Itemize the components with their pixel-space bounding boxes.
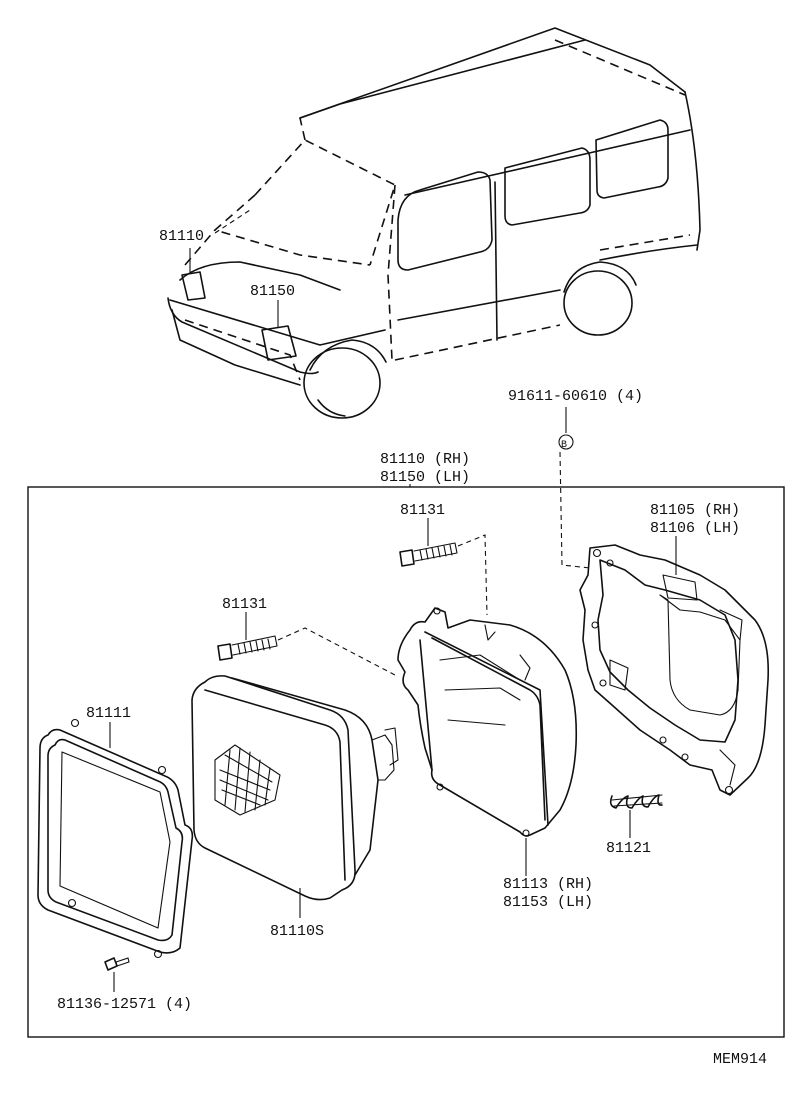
lens-mesh [214, 744, 281, 816]
sealed-beam-icon [191, 675, 399, 901]
label-vehicle-headlamp-lh: 81150 [250, 283, 295, 300]
label-bolt-spec: 91611-60610 (4) [508, 388, 643, 405]
label-assembly-lh: 81150 (LH) [380, 469, 470, 486]
bolt-icon: B [558, 434, 574, 451]
leader-screw-upper-path [457, 534, 488, 616]
label-rim-screw: 81136-12571 (4) [57, 996, 192, 1013]
label-housing-lh: 81153 (LH) [503, 894, 593, 911]
label-screw-upper: 81131 [400, 502, 445, 519]
screw-icon [399, 542, 458, 567]
leader-screw-left-path [277, 627, 396, 676]
housing-icon [397, 607, 578, 837]
label-assembly-rh: 81110 (RH) [380, 451, 470, 468]
label-sealed-beam: 81110S [270, 923, 324, 940]
label-screw-left: 81131 [222, 596, 267, 613]
spring-icon [609, 794, 663, 809]
screw-icon [104, 957, 130, 971]
rim-icon [37, 718, 194, 959]
label-housing-rh: 81113 (RH) [503, 876, 593, 893]
diagram-code: MEM914 [713, 1051, 767, 1068]
bracket-icon [579, 544, 770, 796]
label-bracket-lh: 81106 (LH) [650, 520, 740, 537]
label-spring: 81121 [606, 840, 651, 857]
van-illustration [167, 27, 701, 419]
screw-icon [217, 635, 278, 661]
bolt-marker: B [561, 440, 567, 451]
leader-81110-van [214, 209, 251, 234]
label-vehicle-headlamp-rh: 81110 [159, 228, 204, 245]
label-rim: 81111 [86, 705, 131, 722]
assembly-frame [27, 486, 785, 1038]
label-bracket-rh: 81105 (RH) [650, 502, 740, 519]
leader-bolt-to-bracket [559, 451, 591, 569]
